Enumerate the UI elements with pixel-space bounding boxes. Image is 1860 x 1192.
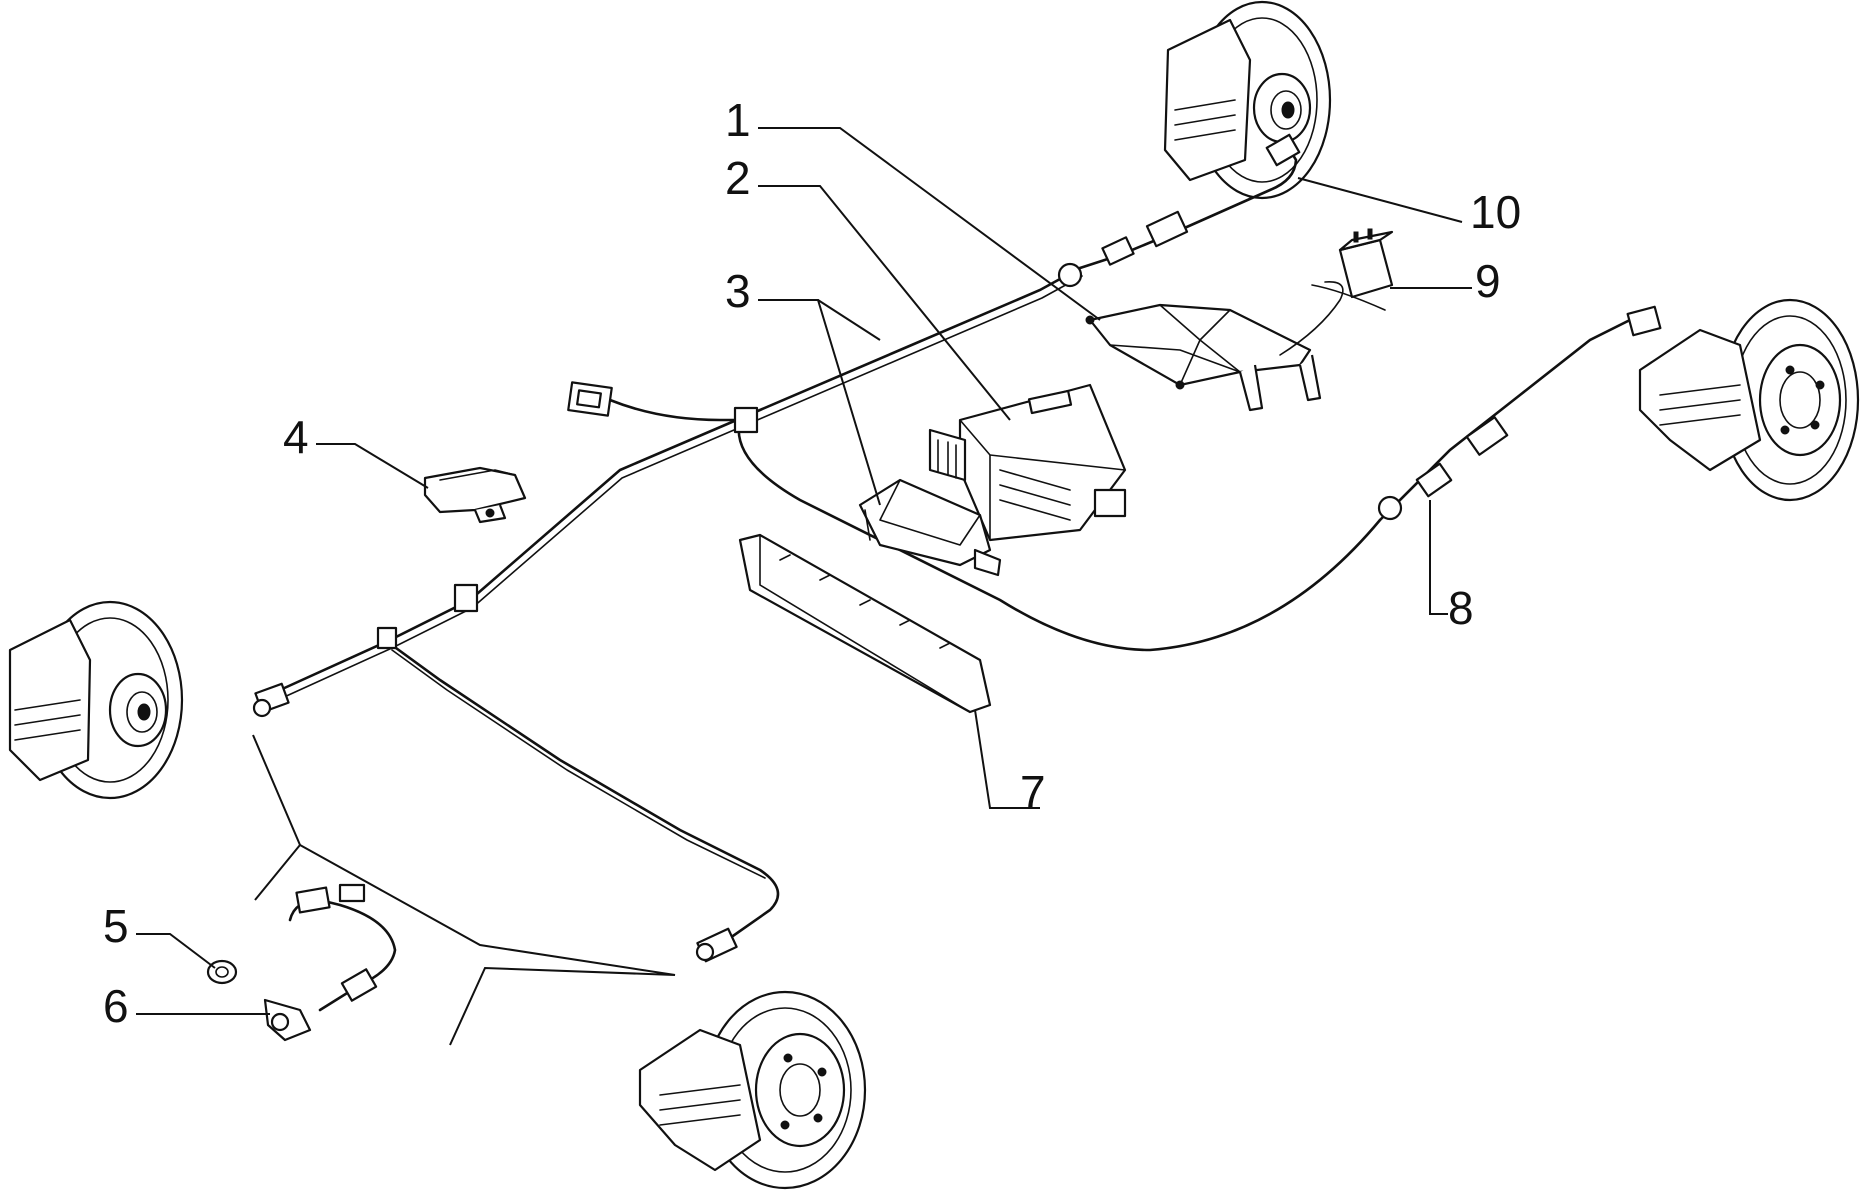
harness-plug [567,381,613,417]
callout-1: 1 [725,94,751,146]
callout-2: 2 [725,152,751,204]
harness-clip-upper [733,406,759,434]
frame-panel [738,533,992,714]
callout-5: 5 [103,900,129,952]
disc-brake-bottom [638,990,867,1190]
relay [1338,228,1394,299]
main-wiring-harness [278,266,1382,947]
rear-left-sensor-cable [1377,305,1662,522]
group-bracket-lower [299,844,676,1046]
disc-brake-left [8,600,184,800]
rear-right-sensor-cable [1057,133,1301,288]
sensor-connector-block [423,466,527,524]
callout-8: 8 [1448,582,1474,634]
control-unit-bracket [1085,303,1322,412]
disc-brake-right [1638,298,1860,502]
callout-4: 4 [283,411,309,463]
callout-3: 3 [725,265,751,317]
relay-wire-loop [1311,284,1386,311]
harness-clip-lower [376,626,398,650]
sensor-grommet [206,959,238,985]
hydraulic-module [858,478,1002,577]
callout-6: 6 [103,980,129,1032]
callout-7: 7 [1020,766,1046,818]
disc-brake-top [1163,0,1332,200]
callout-9: 9 [1475,255,1501,307]
lower-front-connector [695,927,738,963]
callout-10: 10 [1470,186,1521,238]
wheel-speed-sensor [263,883,397,1042]
group-bracket-upper [252,734,302,901]
leader-lines [136,127,1472,1015]
relay-wire [1279,281,1344,356]
abs-control-unit [928,383,1127,542]
front-left-connector [252,682,290,718]
harness-clip-middle [453,583,479,613]
